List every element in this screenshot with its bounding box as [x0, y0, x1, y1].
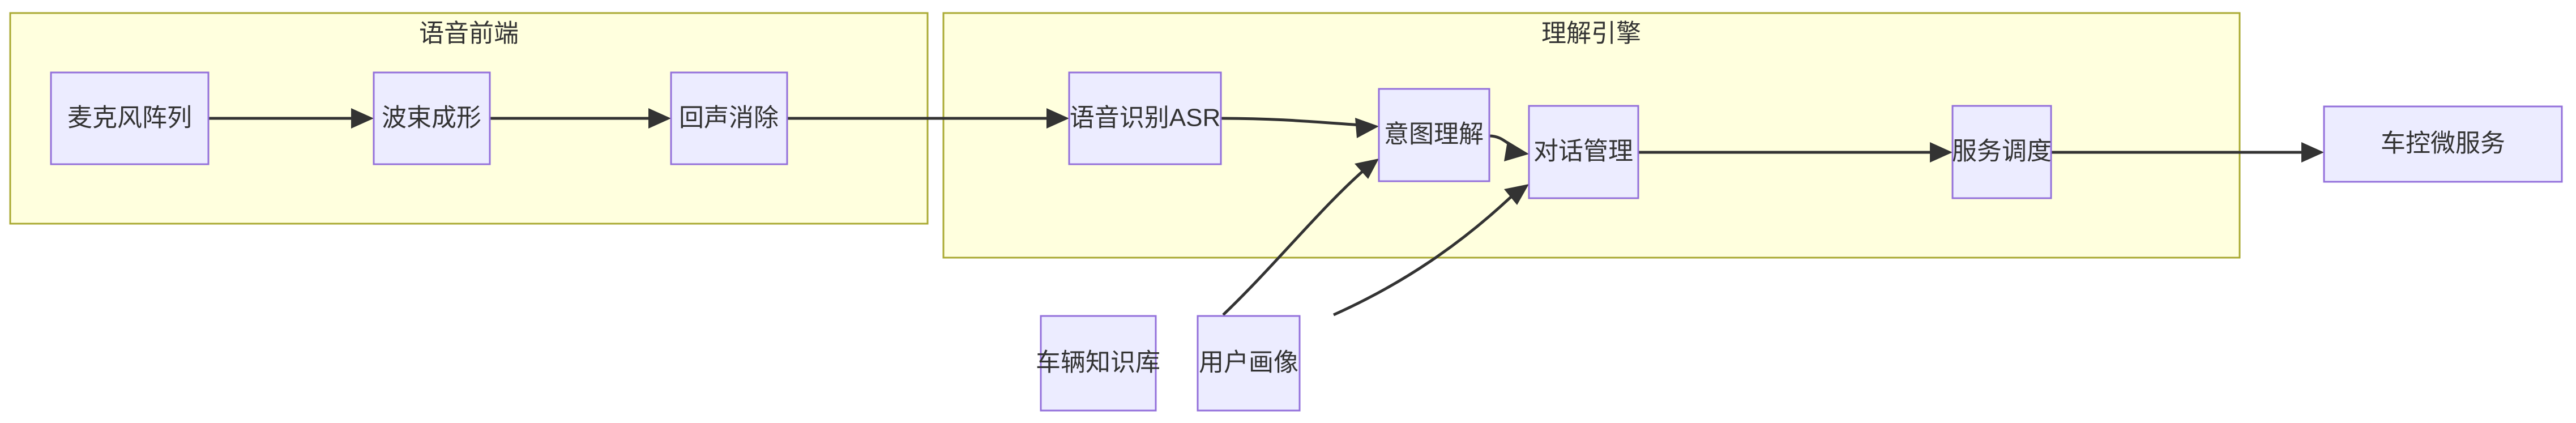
edge-asr-to-intent[interactable] — [1220, 117, 1379, 138]
node-vehicle-micro-rect — [2323, 105, 2563, 183]
edge-service-dispatch-to-vehicle-micro-arrowhead — [2301, 142, 2324, 163]
edge-mic-array-to-beamforming-arrowhead — [351, 108, 374, 129]
edge-vehicle-kb-to-intent-path — [1222, 169, 1365, 316]
node-echo-cancel-label: 回声消除 — [679, 104, 779, 132]
node-mic-array[interactable]: 麦克风阵列 — [50, 71, 210, 165]
edge-beamforming-to-echo-cancel[interactable] — [490, 108, 671, 129]
node-asr-rect — [1068, 71, 1222, 165]
edge-layer — [208, 108, 2324, 317]
node-vehicle-micro-label: 车控微服务 — [2381, 130, 2505, 157]
node-service-dispatch-rect — [1951, 105, 2052, 199]
node-user-profile[interactable]: 用户画像 — [1197, 315, 1301, 412]
edge-echo-cancel-to-asr[interactable] — [787, 108, 1069, 129]
node-vehicle-kb-rect — [1040, 315, 1157, 412]
node-dialog-manager-label: 对话管理 — [1533, 138, 1633, 165]
node-user-profile-label: 用户画像 — [1199, 349, 1298, 377]
edge-service-dispatch-to-vehicle-micro[interactable] — [2051, 142, 2324, 163]
node-mic-array-label: 麦克风阵列 — [67, 104, 192, 132]
node-dialog-manager[interactable]: 对话管理 — [1528, 105, 1639, 199]
edge-intent-to-dialog-manager[interactable] — [1489, 134, 1529, 161]
node-beamforming-rect — [373, 71, 491, 165]
node-mic-array-rect — [50, 71, 210, 165]
cluster-voice-frontend-label: 语音前端 — [419, 20, 519, 48]
edge-user-profile-to-dialog-manager-path — [1332, 196, 1512, 317]
node-beamforming-label: 波束成形 — [382, 104, 481, 132]
edge-asr-to-intent-path — [1220, 117, 1362, 127]
node-vehicle-micro[interactable]: 车控微服务 — [2323, 105, 2563, 183]
node-asr[interactable]: 语音识别ASR — [1068, 71, 1222, 165]
edge-dialog-manager-to-service-dispatch[interactable] — [1638, 142, 1953, 163]
node-dialog-manager-rect — [1528, 105, 1639, 199]
node-asr-label: 语音识别ASR — [1070, 104, 1220, 132]
cluster-understanding-engine-label: 理解引擎 — [1541, 20, 1641, 48]
node-intent-label: 意图理解 — [1384, 121, 1484, 148]
node-service-dispatch-label: 服务调度 — [1952, 138, 2052, 165]
edge-vehicle-kb-to-intent[interactable] — [1222, 159, 1379, 316]
node-layer: 麦克风阵列 波束成形 回声消除 语音识别ASR 意图理解 对话管理 — [50, 71, 2563, 412]
node-user-profile-rect — [1197, 315, 1301, 412]
edge-intent-to-dialog-manager-arrowhead — [1504, 141, 1529, 161]
edge-echo-cancel-to-asr-arrowhead — [1046, 108, 1069, 129]
edge-dialog-manager-to-service-dispatch-arrowhead — [1930, 142, 1953, 163]
node-service-dispatch[interactable]: 服务调度 — [1951, 105, 2052, 199]
node-echo-cancel[interactable]: 回声消除 — [670, 71, 788, 165]
node-echo-cancel-rect — [670, 71, 788, 165]
edge-vehicle-kb-to-intent-arrowhead — [1355, 159, 1379, 179]
edge-user-profile-to-dialog-manager[interactable] — [1332, 184, 1529, 317]
node-vehicle-kb-label: 车辆知识库 — [1036, 349, 1160, 377]
node-vehicle-kb[interactable]: 车辆知识库 — [1036, 315, 1160, 412]
edge-beamforming-to-echo-cancel-arrowhead — [648, 108, 671, 129]
node-intent[interactable]: 意图理解 — [1378, 88, 1490, 182]
edge-asr-to-intent-arrowhead — [1355, 118, 1379, 138]
edge-user-profile-to-dialog-manager-arrowhead — [1504, 184, 1529, 205]
edge-mic-array-to-beamforming[interactable] — [208, 108, 374, 129]
node-beamforming[interactable]: 波束成形 — [373, 71, 491, 165]
node-intent-rect — [1378, 88, 1490, 182]
